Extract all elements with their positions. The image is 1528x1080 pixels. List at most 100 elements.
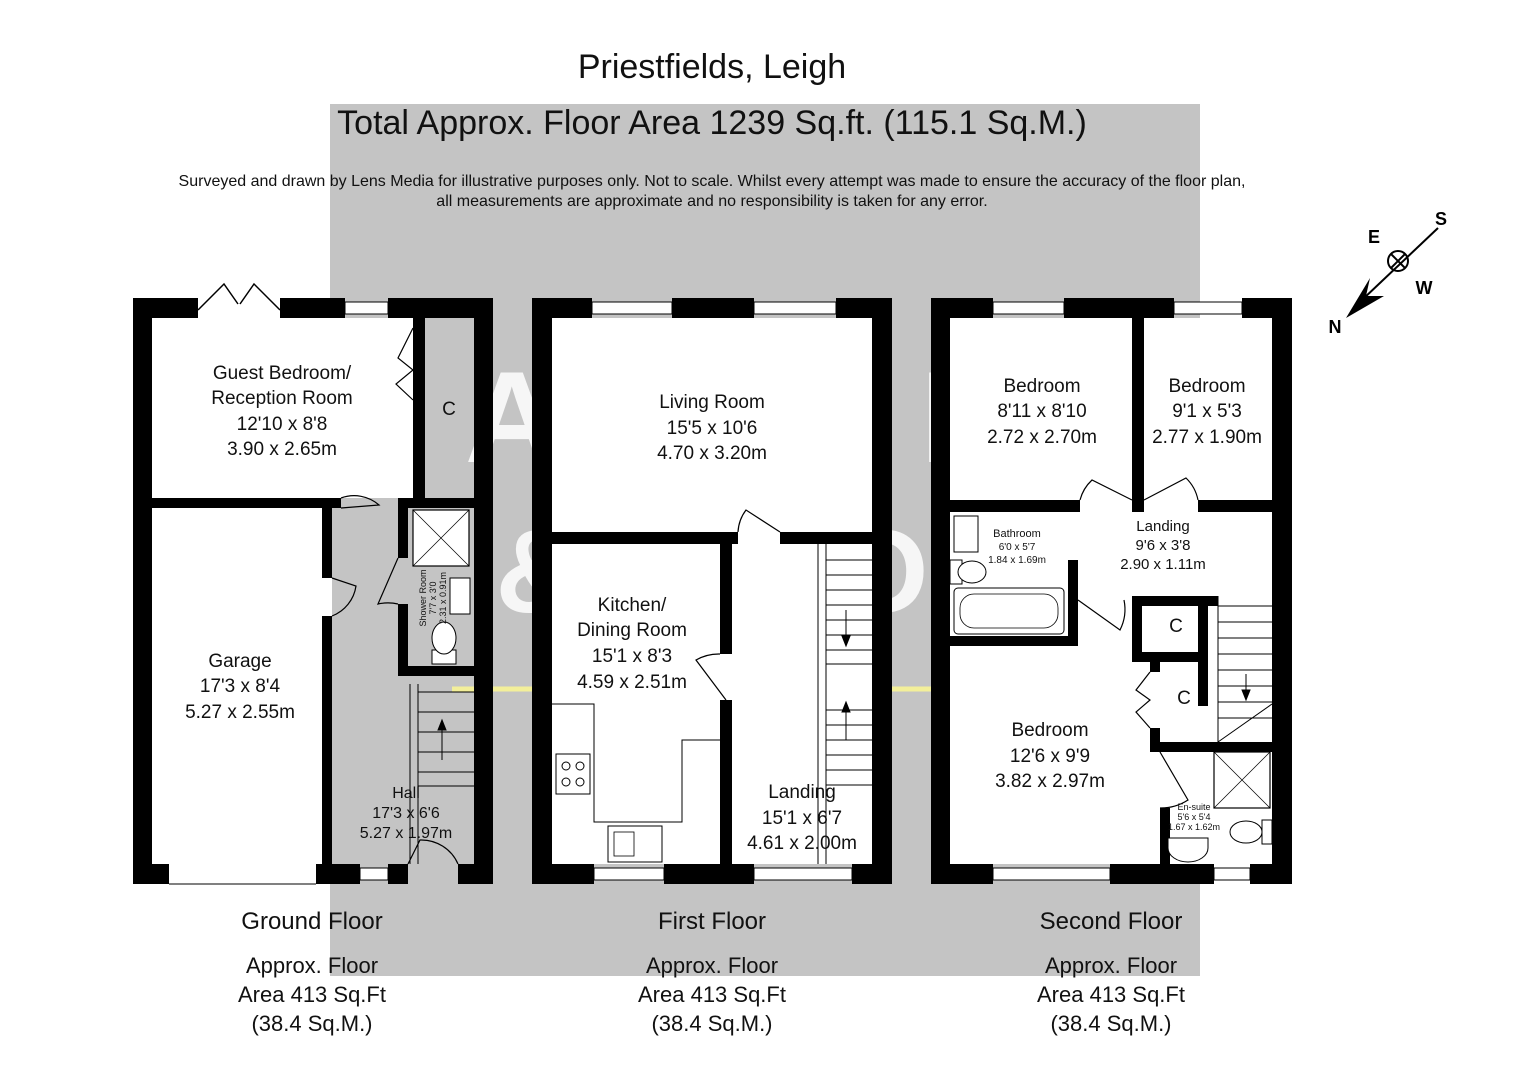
second-floor-area3: (38.4 Sq.M.) (1050, 1011, 1171, 1036)
wall (474, 298, 493, 884)
wall (133, 864, 169, 884)
garage-name: Garage (208, 651, 271, 672)
wall (316, 864, 360, 884)
bed2-imperial: 9'1 x 5'3 (1172, 401, 1242, 422)
door-swing (1159, 751, 1189, 809)
wall (1110, 864, 1214, 884)
bathroom-metric: 1.84 x 1.69m (988, 555, 1046, 566)
wall (532, 864, 594, 884)
hall-imperial: 17'3 x 6'6 (372, 805, 440, 822)
wall (872, 298, 892, 884)
sink (607, 825, 663, 863)
guest-room-imperial: 12'10 x 8'8 (237, 414, 328, 435)
first-landing-imperial: 15'1 x 6'7 (762, 808, 842, 829)
shower-room-imperial: 7'7 x 3'0 (428, 582, 438, 615)
door-swing (695, 653, 727, 701)
disclaimer-line2: all measurements are approximate and no … (436, 193, 987, 210)
french-door (197, 282, 281, 311)
window (1213, 867, 1251, 881)
wall (664, 864, 754, 884)
second-floor-area1: Approx. Floor (1045, 953, 1177, 978)
compass-s: S (1435, 209, 1447, 229)
shower-room-name: Shower Room (418, 569, 428, 626)
toilet-bowl (1229, 820, 1263, 844)
window (992, 867, 1111, 881)
hall-name: Hall (392, 785, 420, 802)
door-swing (331, 577, 357, 617)
wall (458, 864, 493, 884)
kitchen-line1: Kitchen/ (598, 595, 667, 616)
first-landing-metric: 4.61 x 2.00m (747, 833, 857, 854)
wall (931, 298, 950, 884)
total-area: Total Approx. Floor Area 1239 Sq.ft. (11… (337, 104, 1087, 142)
door-swing (340, 495, 381, 509)
window (344, 301, 389, 315)
kitchen-imperial: 15'1 x 8'3 (592, 646, 672, 667)
wall (388, 298, 493, 318)
toilet-bowl (957, 560, 987, 584)
kitchen-units (552, 703, 720, 823)
wall (672, 298, 754, 318)
ground-floor-name: Ground Floor (241, 908, 382, 935)
ground-cupboard-label: C (442, 399, 456, 420)
first-floor-area2: Area 413 Sq.Ft (638, 982, 786, 1007)
living-name: Living Room (659, 392, 765, 413)
ground-floor-area1: Approx. Floor (246, 953, 378, 978)
window (992, 301, 1065, 315)
wall (388, 864, 408, 884)
first-landing-name: Landing (768, 782, 836, 803)
wall (280, 298, 345, 318)
second-floor-name: Second Floor (1040, 908, 1183, 935)
first-floor-area3: (38.4 Sq.M.) (651, 1011, 772, 1036)
window (359, 867, 389, 881)
door-swing (1077, 599, 1126, 631)
toilet-bowl (431, 621, 457, 655)
wall (931, 864, 993, 884)
second-landing-name: Landing (1136, 518, 1189, 535)
toilet (1261, 819, 1273, 845)
second-floor-area2: Area 413 Sq.Ft (1037, 982, 1185, 1007)
basin (953, 515, 979, 553)
second-cupboard1-label: C (1169, 616, 1183, 637)
wall (1250, 864, 1292, 884)
stairs (1217, 596, 1273, 743)
door-swing (737, 509, 781, 533)
shower-room-metric: 2.31 x 0.91m (438, 572, 448, 624)
bed1-metric: 2.72 x 2.70m (987, 427, 1097, 448)
door-swing (1079, 479, 1133, 501)
cupboard-door (1135, 671, 1151, 729)
guest-room-metric: 3.90 x 2.65m (227, 439, 337, 460)
wall (532, 298, 552, 884)
ground-floor-plan (133, 282, 493, 885)
compass-e: E (1368, 227, 1380, 247)
first-floor-area1: Approx. Floor (646, 953, 778, 978)
door-swing (1143, 477, 1199, 501)
ensuite-name: En-suite (1177, 802, 1210, 812)
bed1-name: Bedroom (1003, 376, 1080, 397)
second-cupboard2-label: C (1177, 688, 1191, 709)
bathroom-name: Bathroom (993, 528, 1041, 540)
bed3-metric: 3.82 x 2.97m (995, 771, 1105, 792)
bathroom-imperial: 6'0 x 5'7 (999, 542, 1036, 553)
guest-room-line2: Reception Room (211, 388, 353, 409)
window (591, 301, 673, 315)
guest-room-line1: Guest Bedroom/ (213, 363, 352, 384)
window (593, 867, 665, 881)
garage-imperial: 17'3 x 8'4 (200, 676, 281, 697)
door-swing (376, 557, 399, 605)
living-metric: 4.70 x 3.20m (657, 443, 767, 464)
hall-metric: 5.27 x 1.97m (360, 825, 453, 842)
kitchen-line2: Dining Room (577, 620, 687, 641)
ensuite-imperial: 5'6 x 5'4 (1178, 812, 1211, 822)
wall (133, 298, 152, 884)
bath (953, 587, 1065, 635)
stairs (409, 684, 474, 864)
ground-floor-area2: Area 413 Sq.Ft (238, 982, 386, 1007)
window (753, 301, 837, 315)
wall (1064, 298, 1174, 318)
second-floor-plan (931, 298, 1292, 884)
door-swing (407, 839, 459, 865)
page-title: Priestfields, Leigh (578, 48, 846, 86)
living-imperial: 15'5 x 10'6 (667, 418, 758, 439)
